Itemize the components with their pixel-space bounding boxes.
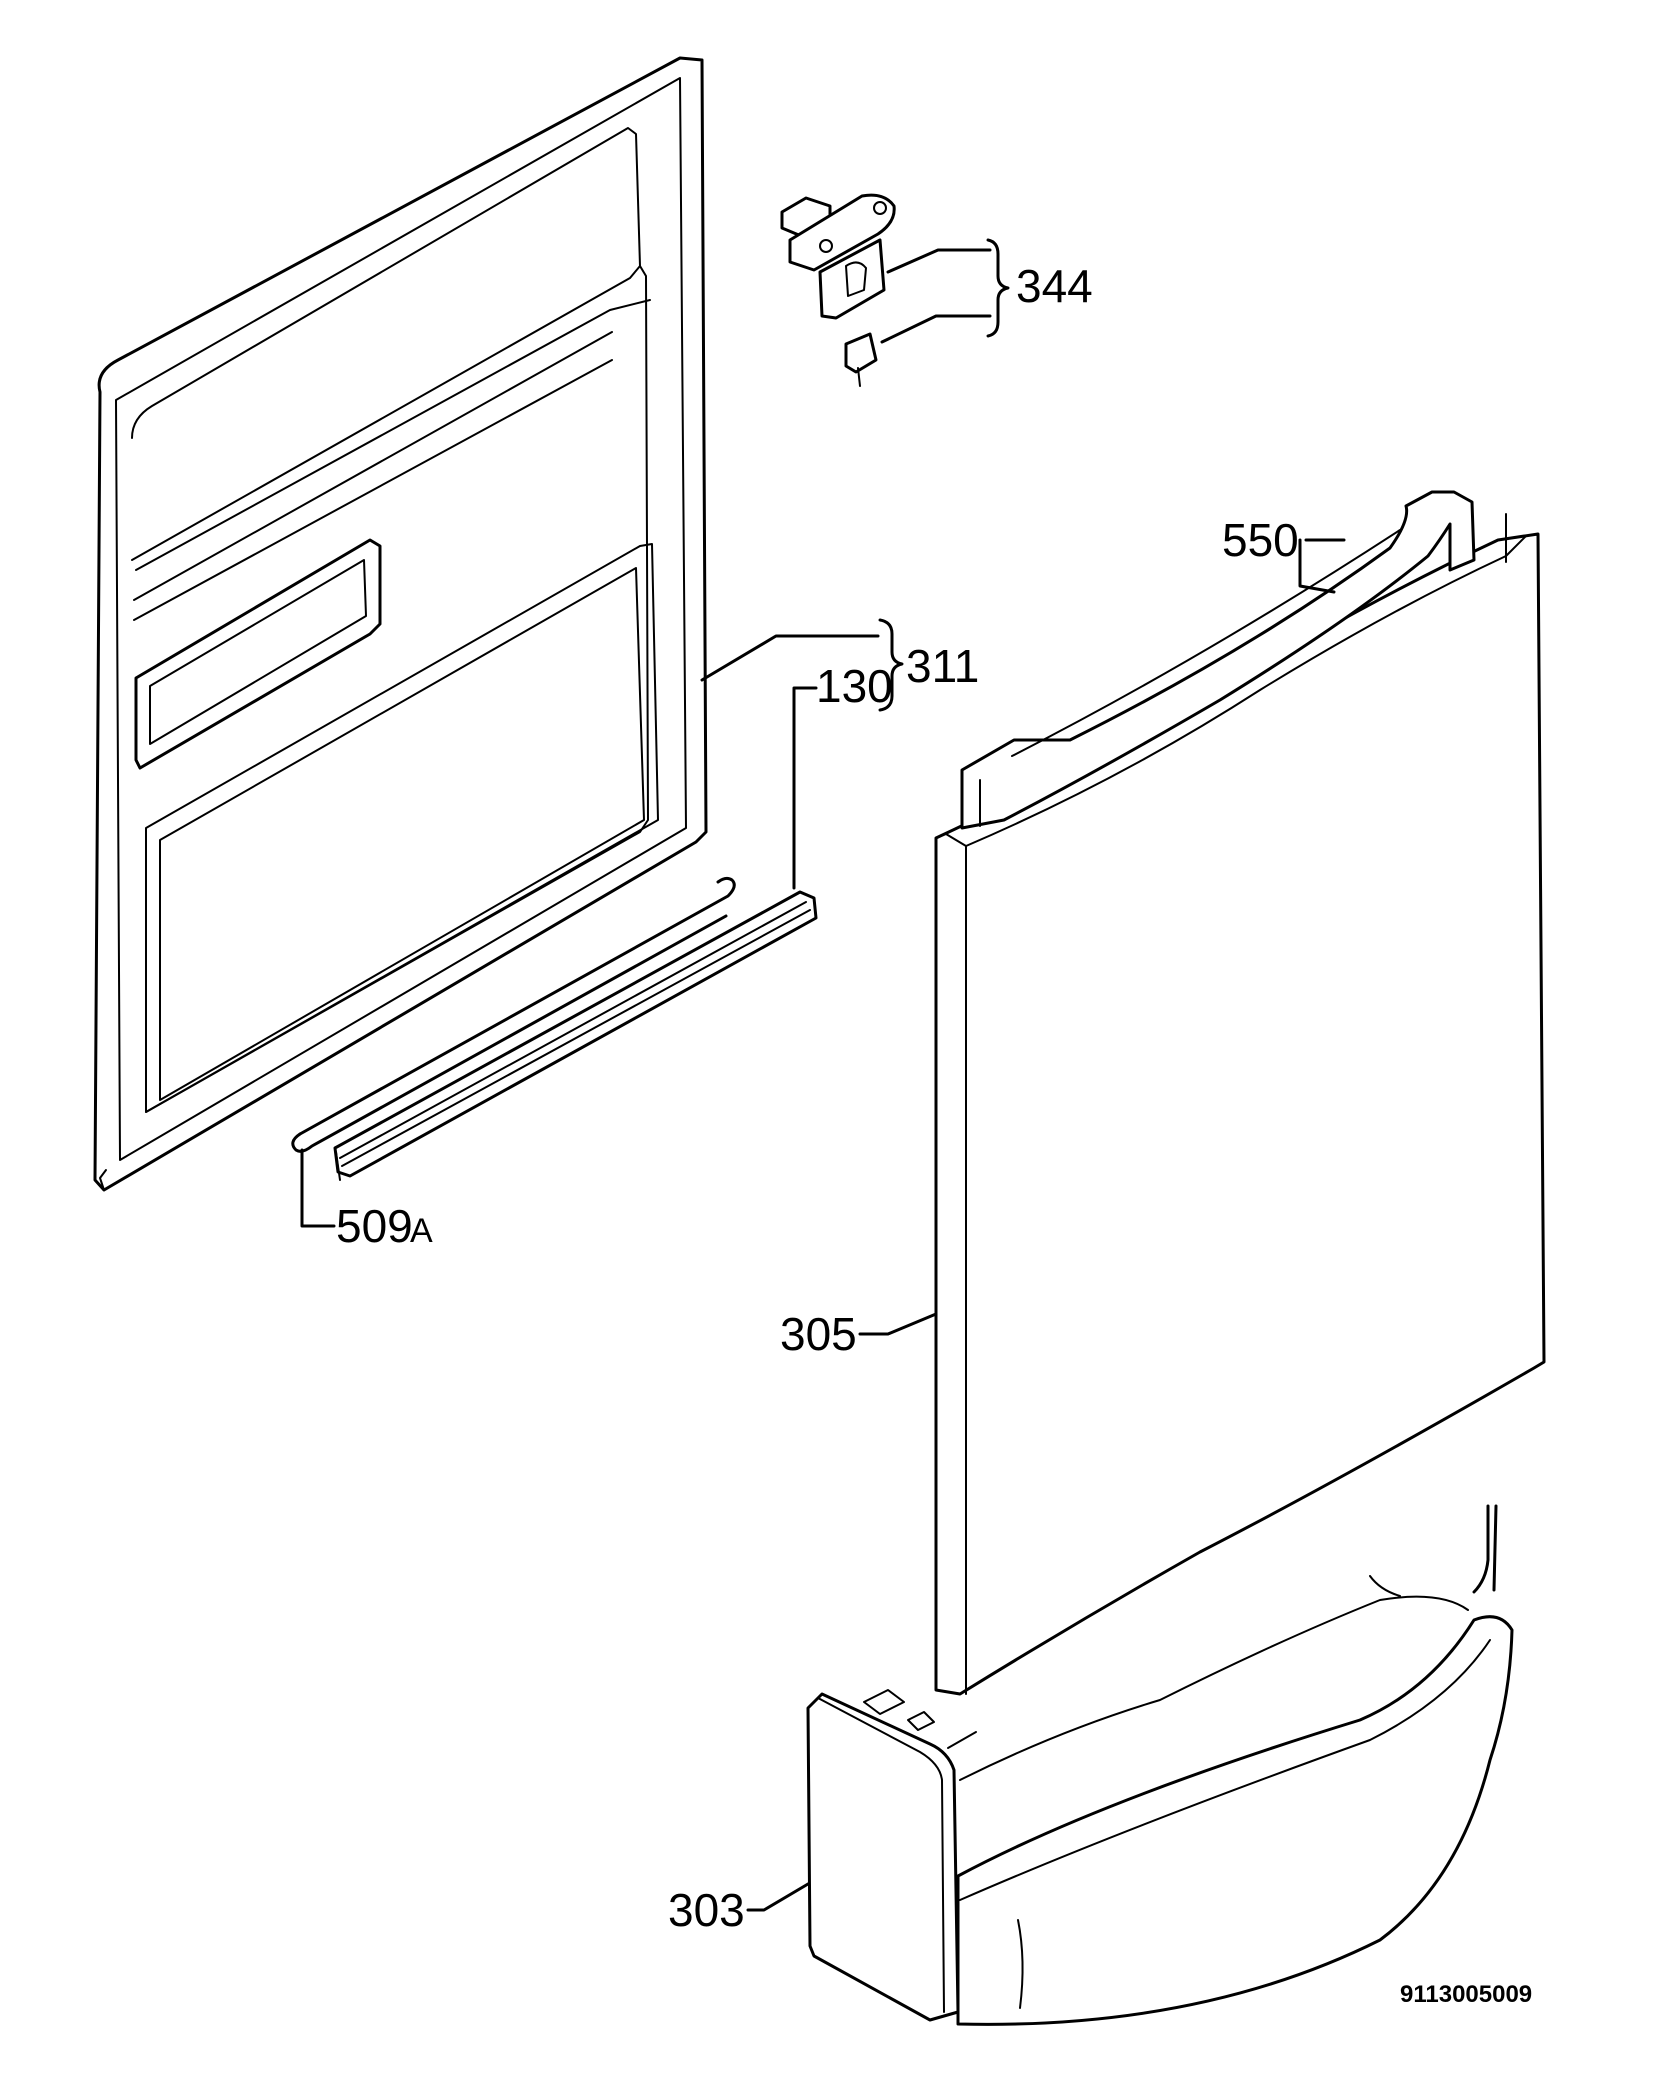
leader-lines	[300, 238, 1346, 1912]
latch-assembly-344	[780, 193, 896, 387]
document-number: 9113005009	[1400, 1981, 1532, 2008]
door-front-panel-305	[934, 532, 1546, 1696]
inner-door-panel	[93, 56, 708, 1192]
label-130: 130	[816, 660, 893, 712]
label-509: 509	[336, 1200, 413, 1252]
seal-wire-509a	[291, 876, 736, 1153]
label-311: 311	[906, 640, 979, 692]
top-trim-550	[960, 490, 1507, 830]
label-509-suffix: A	[410, 1212, 433, 1250]
kick-plate-303	[806, 1504, 1514, 2026]
label-305: 305	[780, 1308, 857, 1360]
label-550: 550	[1222, 514, 1299, 566]
label-344: 344	[1016, 260, 1093, 312]
part-labels: 344 550 311 130 509 A 305 303 9113005009	[336, 260, 1532, 2008]
door-seal-strip	[333, 890, 818, 1181]
label-303: 303	[668, 1884, 745, 1936]
